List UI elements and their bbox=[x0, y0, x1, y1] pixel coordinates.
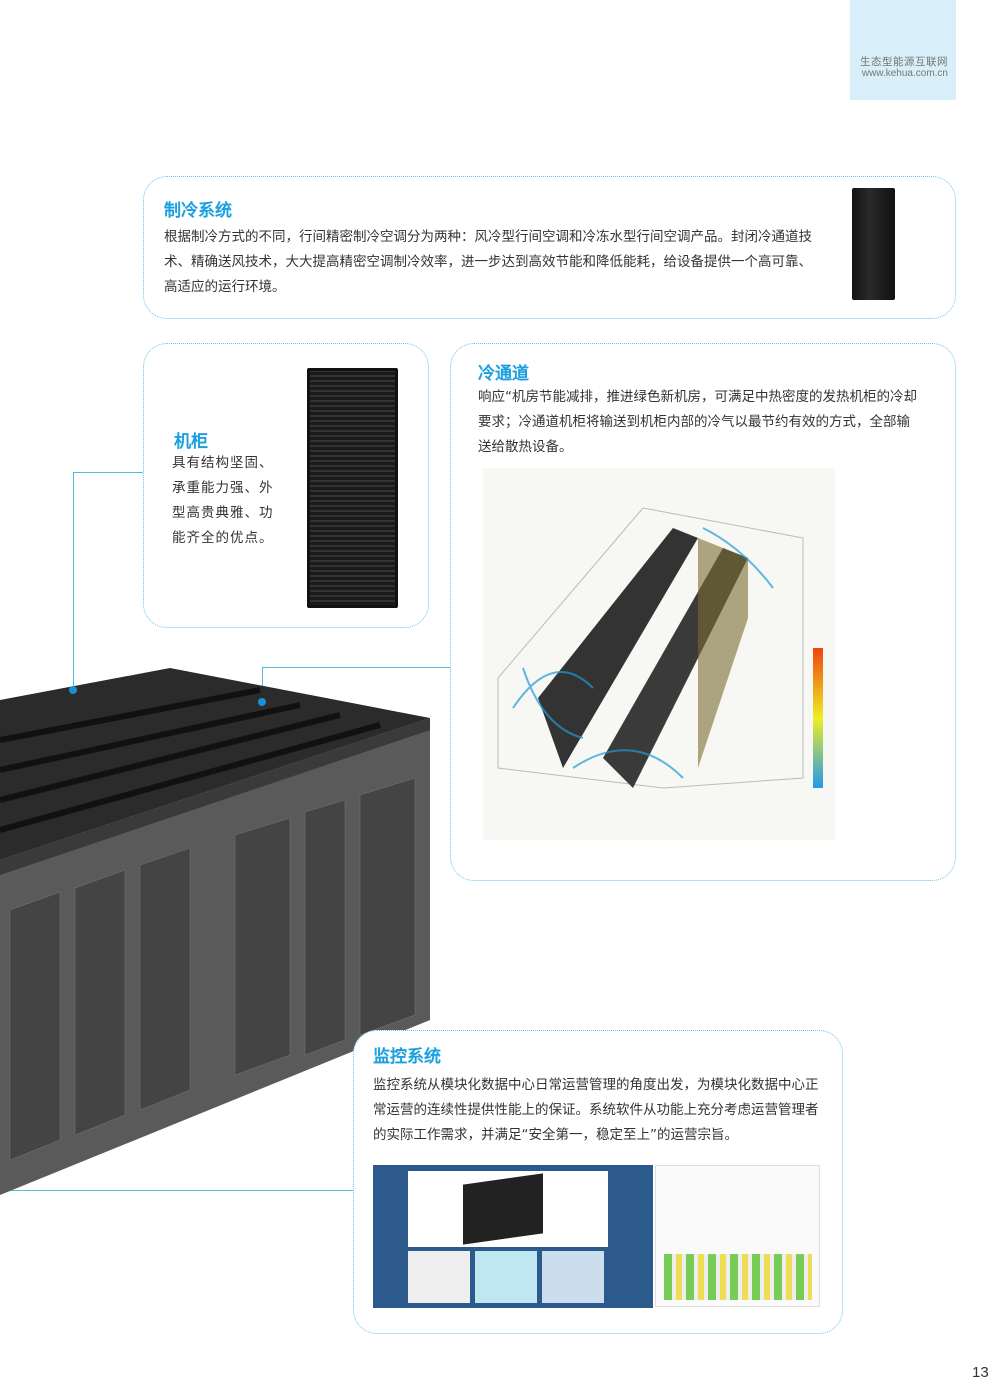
connector-line bbox=[73, 472, 143, 473]
site-url: www.kehua.com.cn bbox=[861, 68, 948, 79]
connector-line bbox=[0, 1190, 353, 1191]
modular-datacenter-image bbox=[0, 668, 430, 1195]
cold-aisle-description: 响应“机房节能减排，推进绿色新机房，可满足中热密度的发热机柜的冷却要求；冷通道机… bbox=[478, 389, 917, 455]
header-tab: 生态型能源互联网 www.kehua.com.cn bbox=[850, 0, 956, 100]
server-cabinet-image bbox=[307, 368, 398, 608]
cold-aisle-title: 冷通道 bbox=[478, 364, 529, 384]
site-name: 生态型能源互联网 bbox=[860, 56, 948, 68]
precision-ac-unit-image bbox=[852, 188, 895, 300]
power-distribution-diagram bbox=[655, 1165, 820, 1307]
page-number: 13 bbox=[972, 1364, 989, 1381]
cooling-system-card bbox=[143, 176, 956, 319]
cooling-title: 制冷系统 bbox=[164, 201, 232, 221]
cooling-description: 根据制冷方式的不同，行间精密制冷空调分为两种：风冷型行间空调和冷冻水型行间空调产… bbox=[164, 229, 812, 295]
airflow-simulation-image bbox=[483, 468, 835, 840]
monitoring-software-screenshot bbox=[373, 1165, 613, 1308]
connector-line bbox=[262, 667, 450, 668]
monitoring-title: 监控系统 bbox=[373, 1047, 441, 1067]
cabinet-description: 具有结构坚固、承重能力强、外型高贵典雅、功能齐全的优点。 bbox=[172, 455, 274, 546]
connector-line bbox=[73, 472, 74, 690]
monitoring-menu-panel bbox=[613, 1165, 653, 1308]
cabinet-title: 机柜 bbox=[174, 432, 208, 452]
connector-line bbox=[262, 667, 263, 702]
monitoring-description: 监控系统从模块化数据中心日常运营管理的角度出发，为模块化数据中心正常运营的连续性… bbox=[373, 1077, 819, 1143]
